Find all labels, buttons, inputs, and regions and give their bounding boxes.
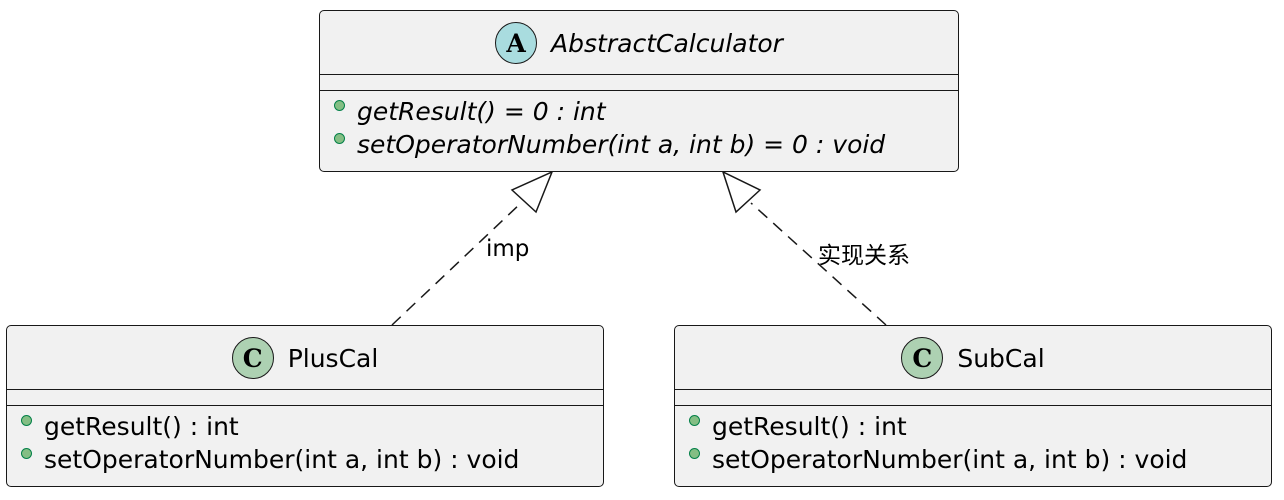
class-abstract-calculator[interactable]: A AbstractCalculator getResult() = 0 : i… bbox=[319, 10, 959, 172]
method-signature: getResult() : int bbox=[712, 412, 907, 441]
public-method-icon bbox=[689, 415, 700, 426]
class-name: PlusCal bbox=[287, 343, 379, 373]
class-name: AbstractCalculator bbox=[551, 28, 783, 58]
method-item: getResult() = 0 : int bbox=[334, 97, 606, 126]
relation-label-realization: 实现关系 bbox=[818, 243, 910, 269]
method-signature: setOperatorNumber(int a, int b) : void bbox=[44, 445, 520, 474]
methods-divider bbox=[320, 90, 958, 91]
realization-edge-pluscal bbox=[391, 170, 554, 326]
attributes-divider bbox=[7, 389, 603, 390]
public-method-icon bbox=[689, 448, 700, 459]
method-signature: getResult() : int bbox=[44, 412, 239, 441]
public-method-icon bbox=[334, 133, 345, 144]
class-icon: C bbox=[901, 337, 944, 379]
class-icon: C bbox=[231, 337, 274, 379]
abstract-class-icon: A bbox=[495, 22, 538, 64]
public-method-icon bbox=[334, 100, 345, 111]
attributes-divider bbox=[320, 74, 958, 75]
realization-arrowhead bbox=[721, 170, 762, 214]
method-item: getResult() : int bbox=[21, 412, 239, 441]
realization-arrowhead bbox=[510, 170, 554, 214]
method-signature: getResult() = 0 : int bbox=[357, 97, 606, 126]
public-method-icon bbox=[21, 415, 32, 426]
method-item: setOperatorNumber(int a, int b) : void bbox=[21, 445, 519, 474]
method-item: setOperatorNumber(int a, int b) = 0 : vo… bbox=[334, 130, 885, 159]
method-item: setOperatorNumber(int a, int b) : void bbox=[689, 445, 1187, 474]
class-name: SubCal bbox=[957, 343, 1045, 373]
class-pluscal[interactable]: C PlusCal getResult() : int setOperatorN… bbox=[6, 325, 604, 487]
method-item: getResult() : int bbox=[689, 412, 907, 441]
relation-label-imp: imp bbox=[486, 236, 530, 262]
public-method-icon bbox=[21, 448, 32, 459]
class-subcal[interactable]: C SubCal getResult() : int setOperatorNu… bbox=[674, 325, 1272, 487]
attributes-divider bbox=[675, 389, 1271, 390]
methods-divider bbox=[675, 405, 1271, 406]
methods-divider bbox=[7, 405, 603, 406]
class-header: A AbstractCalculator bbox=[320, 11, 958, 75]
class-header: C PlusCal bbox=[7, 326, 603, 390]
class-header: C SubCal bbox=[675, 326, 1271, 390]
realization-edge-subcal bbox=[721, 170, 887, 326]
method-signature: setOperatorNumber(int a, int b) : void bbox=[712, 445, 1188, 474]
method-signature: setOperatorNumber(int a, int b) = 0 : vo… bbox=[357, 130, 886, 159]
